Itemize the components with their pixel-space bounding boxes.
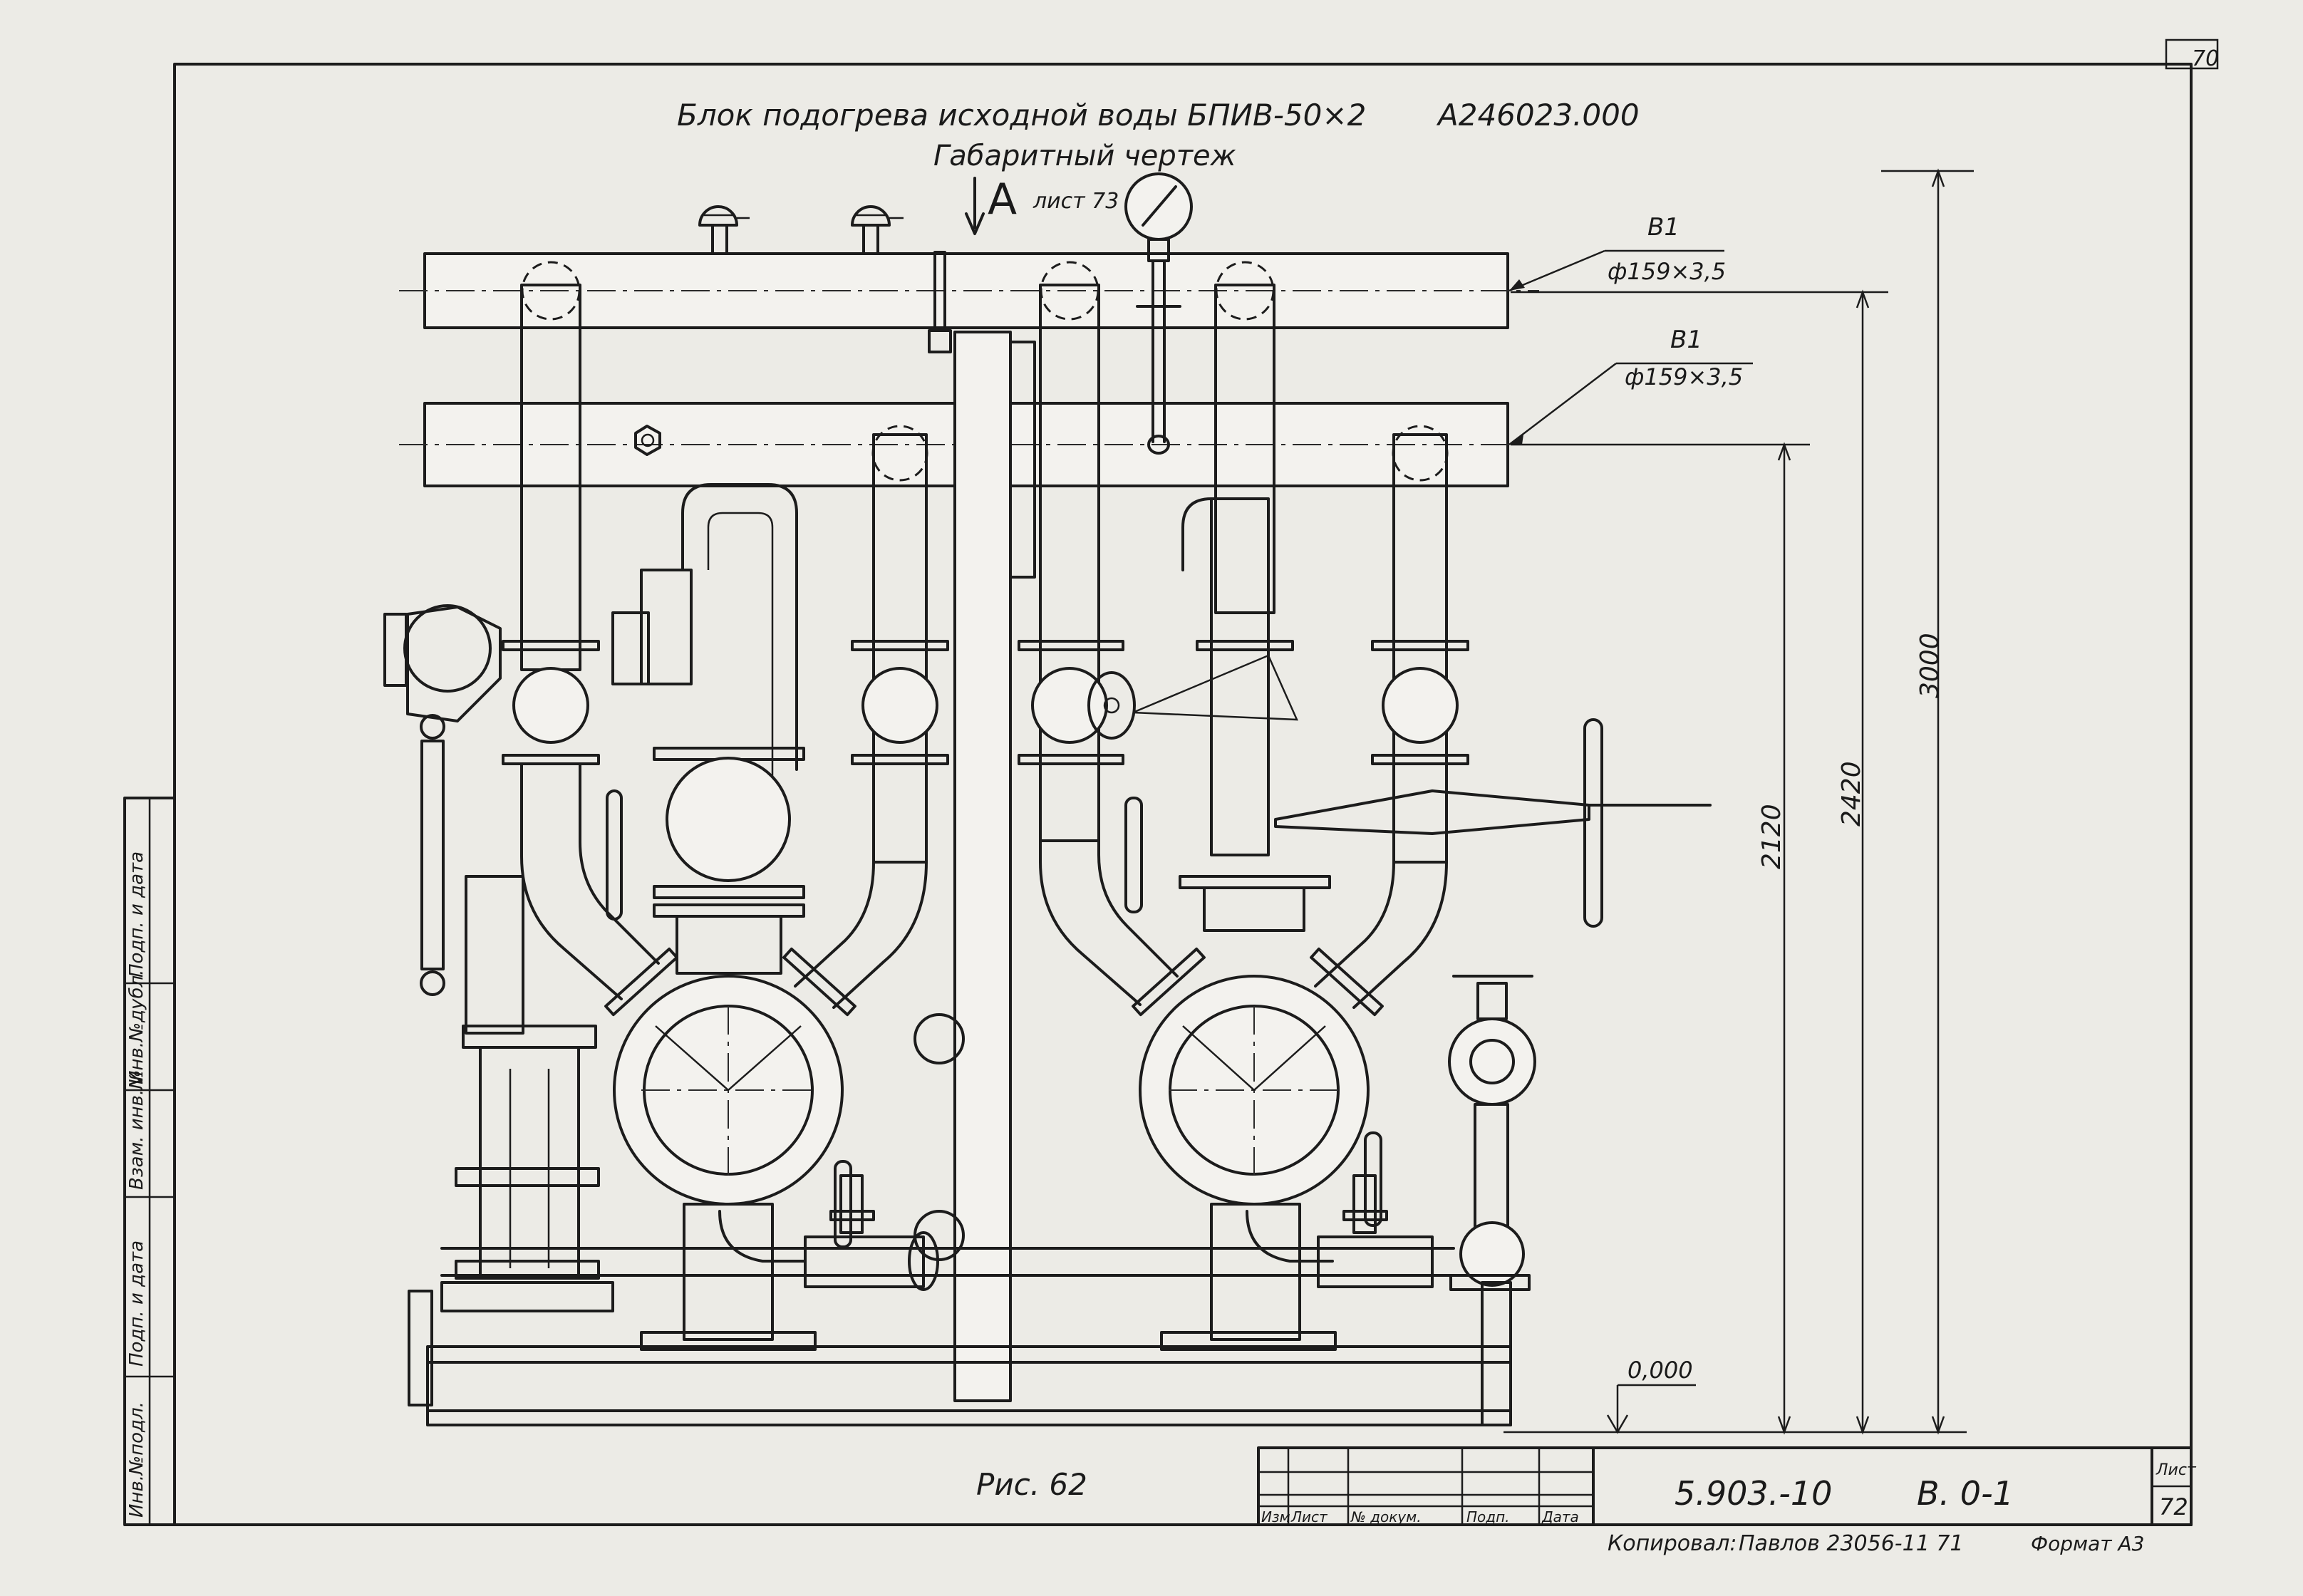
- callout-upper-label: В1: [1647, 213, 1680, 242]
- thermometer-sensor: [698, 205, 750, 255]
- side-stamp-cell: Подп. и дата: [126, 851, 148, 978]
- callout-leader-upper: [1508, 249, 1724, 292]
- copied-value: Павлов 23056-11 71: [1739, 1531, 1964, 1556]
- callout-leader-lower: [1508, 362, 1753, 445]
- base-frame: [408, 1281, 1512, 1426]
- format-label: Формат А3: [2031, 1532, 2144, 1555]
- sheet-number: 72: [2159, 1493, 2188, 1520]
- callout-lower-spec: ф159×3,5: [1625, 363, 1743, 390]
- view-sheet-ref: лист 73: [1033, 189, 1119, 214]
- dimension-2120: 2120: [1757, 804, 1786, 869]
- connecting-pipes: [440, 1247, 1455, 1277]
- dimension-3000: 3000: [1915, 633, 1945, 698]
- title-block: [1257, 1446, 2193, 1526]
- corner-page-number: 70: [2192, 46, 2219, 71]
- copied-label: Копировал:: [1608, 1531, 1737, 1556]
- side-stamp-cell: Инв.№подл.: [126, 1401, 148, 1518]
- side-stamp: [123, 797, 176, 1526]
- figure-caption: Рис. 62: [976, 1467, 1087, 1502]
- drawing-title: Блок подогрева исходной воды БПИВ-50×2: [677, 98, 1366, 133]
- drawing-subtitle: Габаритный чертеж: [933, 140, 1236, 172]
- dimension-2420: 2420: [1837, 761, 1866, 826]
- upper-header-pipe: [399, 252, 1539, 329]
- thermometer-sensor: [851, 205, 904, 255]
- dimension-lines: [1504, 168, 1974, 1435]
- title-block-col-header: Дата: [1541, 1508, 1579, 1525]
- document-code: А246023.000: [1436, 98, 1640, 133]
- sheet-label: Лист: [2155, 1461, 2197, 1479]
- pressure-gauge-icon: [1124, 172, 1193, 455]
- base-level-mark: 0,000: [1627, 1357, 1693, 1384]
- designation: 5.903.-10: [1675, 1474, 1832, 1513]
- title-block-col-header: Изм: [1261, 1508, 1290, 1525]
- title-block-col-header: Подп.: [1466, 1508, 1510, 1525]
- variant: В. 0-1: [1917, 1474, 2014, 1513]
- side-stamp-cell: Инв.№дубл.: [126, 970, 148, 1084]
- view-letter: А: [988, 175, 1017, 224]
- right-pump-unit: [1018, 261, 1712, 1351]
- title-block-col-header: № докум.: [1350, 1508, 1422, 1525]
- callout-lower-label: В1: [1670, 326, 1702, 354]
- title-block-col-header: Лист: [1290, 1508, 1328, 1525]
- view-a-arrow: [965, 177, 985, 235]
- central-support-column: [914, 251, 1036, 1402]
- callout-upper-spec: ф159×3,5: [1608, 258, 1726, 285]
- side-stamp-cell: Взам. инв.№: [126, 1070, 148, 1190]
- side-stamp-cell: Подп. и дата: [126, 1240, 148, 1367]
